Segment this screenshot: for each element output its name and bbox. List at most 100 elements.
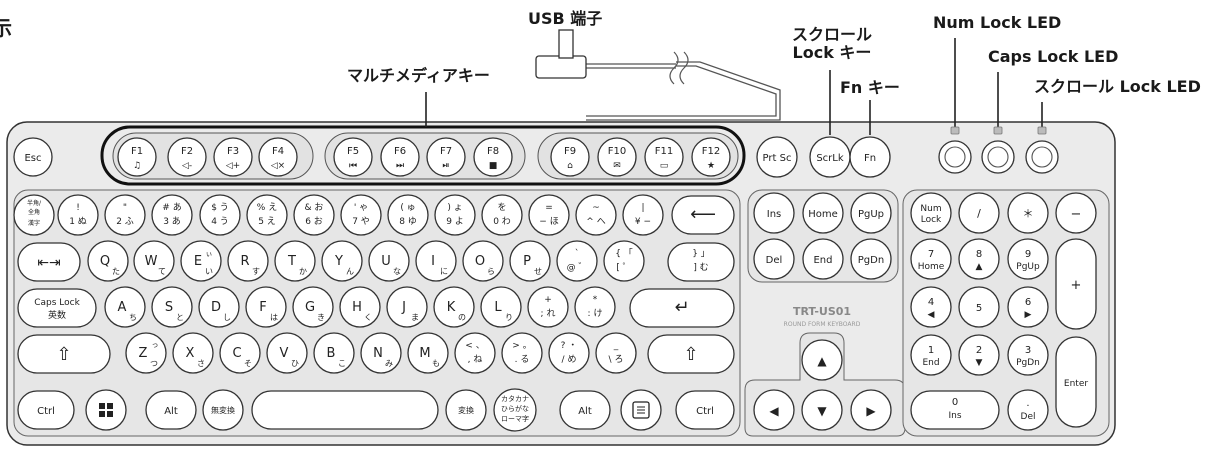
left-alt-key[interactable]: [145, 390, 197, 430]
end-key[interactable]: [802, 238, 844, 280]
e-key[interactable]: [180, 240, 222, 282]
slash-key[interactable]: [548, 332, 590, 374]
muhenkan-key[interactable]: [202, 389, 244, 431]
numpad-minus-key[interactable]: [1055, 192, 1097, 234]
numpad-enter-key[interactable]: [1055, 336, 1097, 428]
numpad-k0-key[interactable]: [910, 390, 1000, 430]
f10-key[interactable]: [597, 137, 637, 177]
numpad-k2-key[interactable]: [958, 334, 1000, 376]
del-key[interactable]: [753, 238, 795, 280]
t-key[interactable]: [274, 240, 316, 282]
k6-key[interactable]: [293, 194, 335, 236]
enter-key[interactable]: [629, 288, 735, 328]
henkan-key[interactable]: [445, 389, 487, 431]
arrow-down-key[interactable]: [801, 389, 843, 431]
v-key[interactable]: [266, 332, 308, 374]
y-key[interactable]: [321, 240, 363, 282]
w-key[interactable]: [133, 240, 175, 282]
h-key[interactable]: [339, 286, 381, 328]
numpad-k5-key[interactable]: [958, 286, 1000, 328]
l-key[interactable]: [480, 286, 522, 328]
f11-key[interactable]: [644, 137, 684, 177]
semicolon-key[interactable]: [527, 286, 569, 328]
numpad-k7-key[interactable]: [910, 238, 952, 280]
yen-key[interactable]: [622, 194, 664, 236]
s-key[interactable]: [151, 286, 193, 328]
comma-key[interactable]: [454, 332, 496, 374]
numpad-k8-key[interactable]: [958, 238, 1000, 280]
home-key[interactable]: [802, 192, 844, 234]
f1-key[interactable]: [117, 137, 157, 177]
f4-key[interactable]: [258, 137, 298, 177]
numpad-k4-key[interactable]: [910, 286, 952, 328]
right-alt-key[interactable]: [559, 390, 611, 430]
f12-key[interactable]: [691, 137, 731, 177]
numpad-k9-key[interactable]: [1007, 238, 1049, 280]
f8-key[interactable]: [473, 137, 513, 177]
z-key[interactable]: [125, 332, 167, 374]
arrow-right-key[interactable]: [850, 389, 892, 431]
k8-key[interactable]: [387, 194, 429, 236]
period-key[interactable]: [501, 332, 543, 374]
ins-key[interactable]: [753, 192, 795, 234]
k7-key[interactable]: [340, 194, 382, 236]
numpad-plus-key[interactable]: [1055, 238, 1097, 330]
fn-key[interactable]: [849, 136, 891, 178]
left-shift-key[interactable]: [17, 334, 111, 374]
b-key[interactable]: [313, 332, 355, 374]
backslash-key[interactable]: [595, 332, 637, 374]
f3-key[interactable]: [213, 137, 253, 177]
f6-key[interactable]: [380, 137, 420, 177]
k2-key[interactable]: [104, 194, 146, 236]
numpad-divide-key[interactable]: [958, 192, 1000, 234]
pgdn-key[interactable]: [850, 238, 892, 280]
arrow-left-key[interactable]: [753, 389, 795, 431]
backspace-key[interactable]: [671, 195, 735, 235]
k1-key[interactable]: [57, 194, 99, 236]
r-key[interactable]: [227, 240, 269, 282]
capslock-key[interactable]: [17, 288, 97, 328]
lbracket-key[interactable]: [603, 240, 645, 282]
numlock-key[interactable]: [910, 192, 952, 234]
at-key[interactable]: [556, 240, 598, 282]
right-shift-key[interactable]: [647, 334, 735, 374]
numpad-dot-key[interactable]: [1007, 389, 1049, 431]
tab-key[interactable]: [17, 242, 81, 282]
k9-key[interactable]: [434, 194, 476, 236]
colon-key[interactable]: [574, 286, 616, 328]
caret-key[interactable]: [575, 194, 617, 236]
space-key[interactable]: [251, 390, 439, 430]
esc-key[interactable]: [13, 137, 53, 177]
k0-key[interactable]: [481, 194, 523, 236]
f2-key[interactable]: [167, 137, 207, 177]
f-key[interactable]: [245, 286, 287, 328]
f7-key[interactable]: [426, 137, 466, 177]
n-key[interactable]: [360, 332, 402, 374]
minus-key[interactable]: [528, 194, 570, 236]
hankaku-key[interactable]: [13, 194, 55, 236]
f5-key[interactable]: [333, 137, 373, 177]
arrow-up-key[interactable]: [801, 339, 843, 381]
d-key[interactable]: [198, 286, 240, 328]
p-key[interactable]: [509, 240, 551, 282]
numpad-k6-key[interactable]: [1007, 286, 1049, 328]
rbracket-key[interactable]: [667, 242, 735, 282]
kana-key[interactable]: [493, 388, 537, 432]
q-key[interactable]: [87, 240, 129, 282]
k5-key[interactable]: [246, 194, 288, 236]
pgup-key[interactable]: [850, 192, 892, 234]
g-key[interactable]: [292, 286, 334, 328]
windows-key[interactable]: [85, 389, 127, 431]
k4-key[interactable]: [199, 194, 241, 236]
numpad-multiply-key[interactable]: [1007, 192, 1049, 234]
m-key[interactable]: [407, 332, 449, 374]
f9-key[interactable]: [550, 137, 590, 177]
right-ctrl-key[interactable]: [675, 390, 735, 430]
j-key[interactable]: [386, 286, 428, 328]
prtsc-key[interactable]: [756, 136, 798, 178]
u-key[interactable]: [368, 240, 410, 282]
k-key[interactable]: [433, 286, 475, 328]
o-key[interactable]: [462, 240, 504, 282]
left-ctrl-key[interactable]: [17, 390, 75, 430]
i-key[interactable]: [415, 240, 457, 282]
